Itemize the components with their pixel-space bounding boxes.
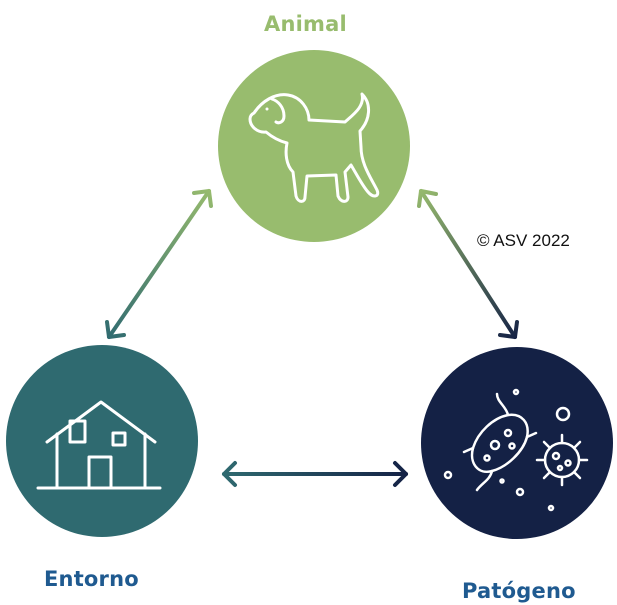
copyright-notice: © ASV 2022 bbox=[477, 231, 570, 250]
arrow-animal-entorno bbox=[105, 189, 213, 339]
node-patogeno bbox=[421, 347, 613, 539]
arrow-animal-patogeno bbox=[417, 189, 519, 339]
node-label-patogeno: Patógeno bbox=[462, 579, 576, 603]
pathogen-icon bbox=[443, 388, 589, 512]
node-label-entorno: Entorno bbox=[44, 567, 139, 591]
node-entorno bbox=[6, 345, 198, 537]
house-icon bbox=[36, 400, 162, 490]
node-animal bbox=[218, 50, 410, 242]
node-label-animal: Animal bbox=[264, 12, 347, 36]
arrow-entorno-patogeno bbox=[222, 461, 408, 487]
dog-icon bbox=[248, 92, 380, 203]
